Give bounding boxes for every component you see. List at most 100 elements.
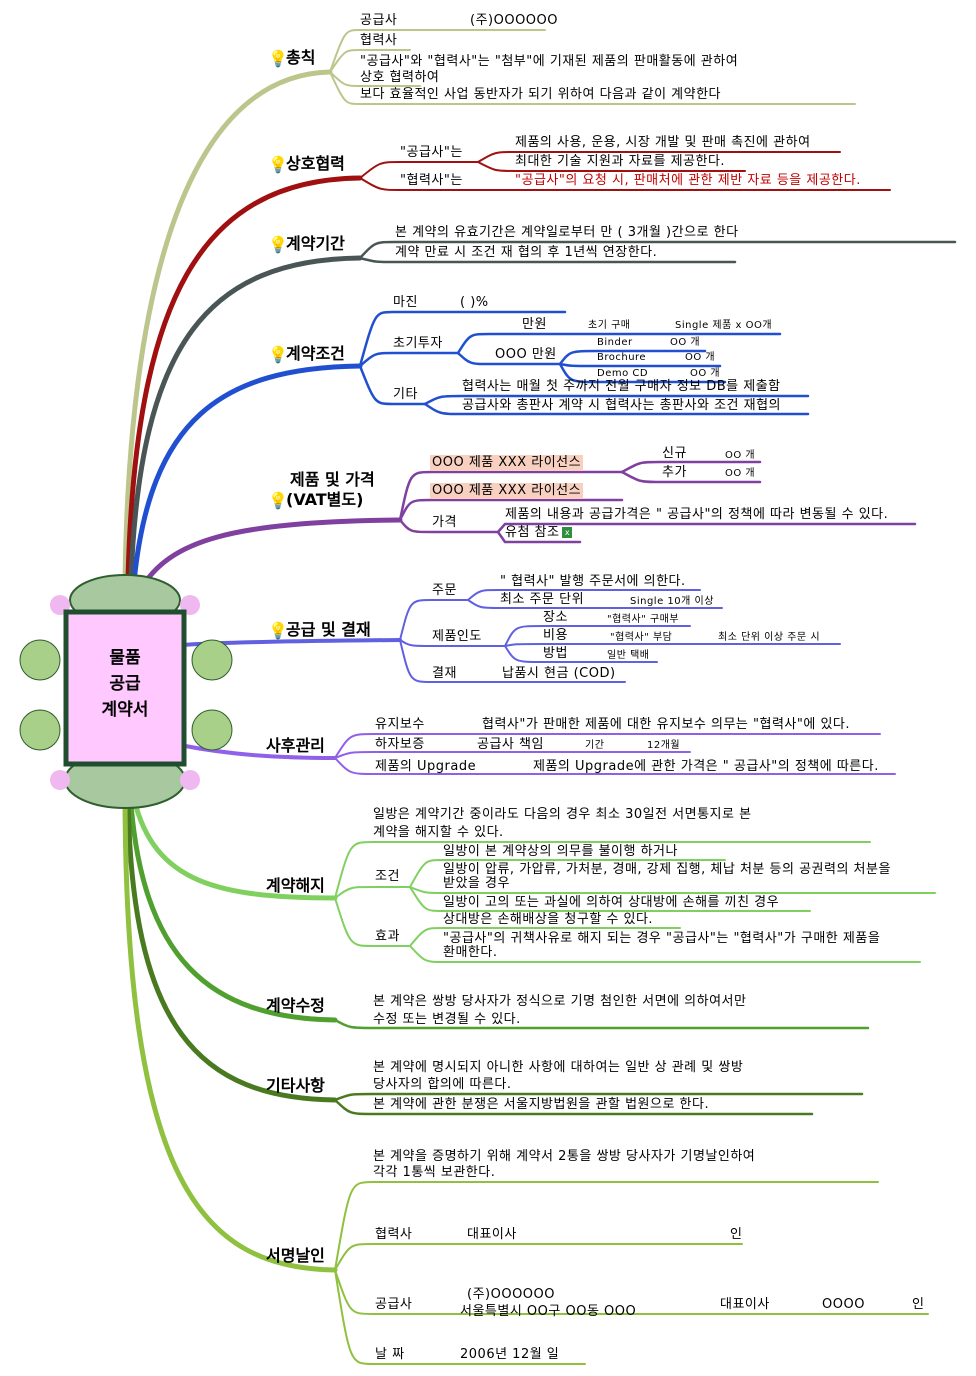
node[interactable]: 인 [912, 1297, 925, 1312]
node[interactable]: 인 [730, 1227, 743, 1242]
node[interactable]: 12개월 [647, 740, 681, 751]
node[interactable]: 하자보증 [375, 737, 425, 752]
license-node[interactable]: OOO 제품 XXX 라이선스 [430, 483, 584, 499]
topic-supply[interactable]: 💡공급 및 결재 [268, 620, 371, 640]
node[interactable]: 조건 [375, 869, 400, 884]
node[interactable]: 공급사 책임 [477, 737, 544, 752]
node[interactable]: 제품의 Upgrade [375, 759, 477, 774]
node[interactable]: 만원 [522, 317, 547, 332]
node[interactable]: 결재 [432, 666, 457, 681]
node[interactable]: 마진 [393, 295, 418, 310]
node[interactable]: 수정 또는 변경될 수 있다. [373, 1012, 521, 1027]
node[interactable]: 날 짜 [375, 1347, 405, 1362]
node[interactable]: 초기 구매 [588, 320, 631, 331]
node[interactable]: 받았을 경우 [443, 876, 510, 891]
node[interactable]: ( )% [460, 295, 489, 310]
node[interactable]: 계약을 해지할 수 있다. [373, 825, 504, 840]
center-node[interactable]: 물품 공급 계약서 [72, 645, 178, 723]
node[interactable]: 본 계약에 명시되지 아니한 사항에 대하여는 일반 상 관례 및 쌍방 [373, 1060, 744, 1075]
node[interactable]: 계약 만료 시 조건 재 협의 후 1년씩 연장한다. [395, 245, 658, 260]
node[interactable]: 각각 1통씩 보관한다. [373, 1165, 496, 1180]
node[interactable]: "공급사"와 "협력사"는 "첨부"에 기재된 제품의 판매활동에 관하여 [360, 54, 739, 69]
node[interactable]: 일방은 계약기간 중이라도 다음의 경우 최소 30일전 서면통지로 본 [373, 807, 752, 822]
license-node[interactable]: OOO 제품 XXX 라이선스 [430, 455, 584, 471]
topic-period[interactable]: 💡계약기간 [268, 234, 345, 254]
node[interactable]: 기간 [585, 740, 605, 751]
node[interactable]: "공급사"의 요청 시, 판매처에 관한 제반 자료 등을 제공한다. [515, 173, 861, 188]
node[interactable]: Single 제품 x OO개 [675, 320, 773, 331]
node[interactable]: 협력사"가 판매한 제품에 대한 유지보수 의무는 "협력사"에 있다. [482, 717, 850, 732]
topic-general[interactable]: 💡총칙 [268, 48, 315, 68]
node[interactable]: 최대한 기술 지원과 자료를 제공한다. [515, 154, 726, 169]
topic-cooperation[interactable]: 💡상호협력 [268, 154, 345, 174]
node[interactable]: 제품의 내용과 공급가격은 " 공급사"의 정책에 따라 변동될 수 있다. [505, 507, 889, 522]
node[interactable]: 추가 [662, 465, 687, 480]
node[interactable]: 보다 효율적인 사업 동반자가 되기 위하여 다음과 같이 계약한다 [360, 87, 722, 102]
excel-attachment-icon[interactable]: x [562, 527, 573, 538]
node[interactable]: 일방이 고의 또는 과실에 의하여 상대방에 손해를 끼친 경우 [443, 895, 780, 910]
node[interactable]: 상대방은 손해배상을 청구할 수 있다. [443, 912, 654, 927]
node[interactable]: 본 계약을 증명하기 위해 계약서 2통을 쌍방 당사자가 기명날인하여 [373, 1149, 756, 1164]
node[interactable]: 공급사 [375, 1297, 413, 1312]
node[interactable]: 본 계약에 관한 분쟁은 서울지방법원을 관할 법원으로 한다. [373, 1097, 710, 1112]
node[interactable]: OOOO [822, 1297, 865, 1312]
node[interactable]: 주문 [432, 583, 457, 598]
node[interactable]: 장소 [543, 610, 568, 625]
node[interactable]: 제품의 사용, 운용, 시장 개발 및 판매 촉진에 관하여 [515, 135, 811, 150]
topic-termination[interactable]: 계약해지 [266, 876, 325, 896]
node[interactable]: 비용 [543, 628, 568, 643]
node[interactable]: 유지보수 [375, 717, 425, 732]
node[interactable]: 효과 [375, 929, 400, 944]
node[interactable]: 본 계약의 유효기간은 계약일로부터 만 ( 3개월 )간으로 한다 [395, 225, 739, 240]
topic-misc[interactable]: 기타사항 [266, 1076, 325, 1096]
topic-amendment[interactable]: 계약수정 [266, 996, 325, 1016]
node[interactable]: 초기투자 [393, 336, 443, 351]
node[interactable]: Demo CD [597, 368, 649, 379]
node[interactable]: "협력사" 부담 [610, 632, 673, 643]
node[interactable]: 신규 [662, 446, 687, 461]
node[interactable]: 협력사 [360, 33, 398, 48]
topic-signature[interactable]: 서명날인 [266, 1246, 325, 1266]
node[interactable]: 본 계약은 쌍방 당사자가 정식으로 기명 첨인한 서면에 의하여서만 [373, 994, 747, 1009]
node[interactable]: 제품의 Upgrade에 관한 가격은 " 공급사"의 정책에 따른다. [533, 759, 879, 774]
node[interactable]: 상호 협력하여 [360, 70, 440, 85]
node[interactable]: OOO 만원 [495, 347, 557, 362]
node[interactable]: 협력사는 매월 첫 주까지 전월 구매자 정보 DB를 제출함 [462, 379, 781, 394]
node[interactable]: Binder [597, 337, 633, 348]
node[interactable]: 일방이 본 계약상의 의무를 불이행 하거나 [443, 844, 678, 859]
node[interactable]: " 협력사" 발행 주문서에 의한다. [500, 574, 686, 589]
node[interactable]: 서울특별시 OO구 OO동 OOO [460, 1304, 637, 1319]
topic-conditions[interactable]: 💡계약조건 [268, 344, 345, 364]
node[interactable]: "협력사" 구매부 [607, 614, 680, 625]
node[interactable]: (주)OOOOOO [470, 13, 558, 28]
node[interactable]: 가격 [432, 515, 457, 530]
node[interactable]: 당사자의 합의에 따른다. [373, 1077, 512, 1092]
node[interactable]: OO 개 [725, 450, 756, 461]
node[interactable]: Single 10개 이상 [630, 596, 714, 607]
node[interactable]: (주)OOOOOO [467, 1287, 555, 1302]
node[interactable]: 최소 주문 단위 [500, 592, 585, 607]
node[interactable]: 환매한다. [443, 945, 498, 960]
node[interactable]: Brochure [597, 352, 647, 363]
node[interactable]: "공급사"는 [400, 145, 463, 160]
node[interactable]: 2006년 12월 일 [460, 1347, 560, 1362]
node[interactable]: 대표이사 [467, 1227, 517, 1242]
node[interactable]: 일방이 압류, 가압류, 가처분, 경매, 강제 집행, 체납 처분 등의 공권… [443, 862, 891, 877]
node[interactable]: 공급사 [360, 13, 398, 28]
node[interactable]: 기타 [393, 387, 418, 402]
node[interactable]: 공급사와 총판사 계약 시 협력사는 총판사와 조건 재협의 [462, 398, 782, 413]
topic-product[interactable]: 제품 및 가격💡(VAT별도) [268, 470, 375, 510]
node[interactable]: 협력사 [375, 1227, 413, 1242]
node[interactable]: 방법 [543, 646, 568, 661]
node[interactable]: 납품시 현금 (COD) [502, 666, 616, 681]
node[interactable]: OO 개 [725, 468, 756, 479]
node[interactable]: 제품인도 [432, 629, 482, 644]
node[interactable]: 최소 단위 이상 주문 시 [718, 632, 821, 643]
node[interactable]: OO 개 [690, 368, 721, 379]
node[interactable]: OO 개 [670, 337, 701, 348]
node[interactable]: 일반 택배 [607, 650, 650, 661]
node[interactable]: "공급사"의 귀책사유로 해지 되는 경우 "공급사"는 "협력사"가 구매한 … [443, 931, 881, 946]
node[interactable]: OO 개 [685, 352, 716, 363]
topic-aftercare[interactable]: 사후관리 [266, 736, 325, 756]
